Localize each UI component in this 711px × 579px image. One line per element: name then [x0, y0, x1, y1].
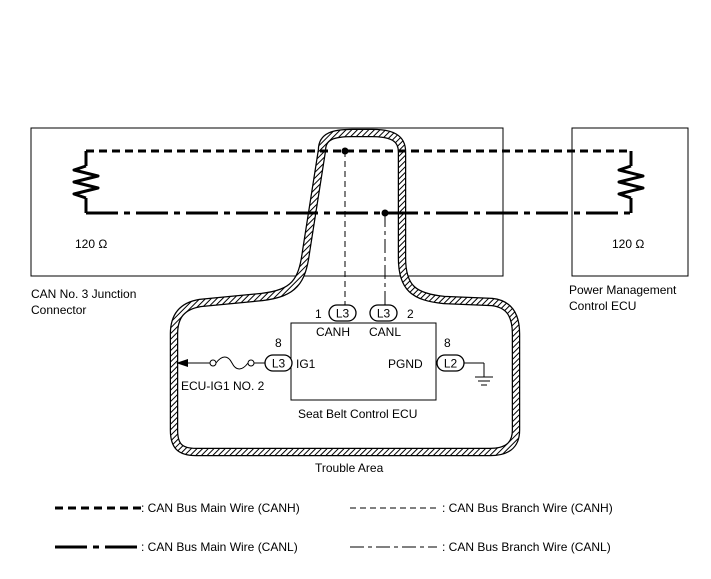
canh-main-wire — [84, 149, 633, 166]
legend-branch-canh-text: : CAN Bus Branch Wire (CANH) — [442, 501, 613, 515]
arrow-left-icon — [176, 359, 188, 367]
power-ecu-resistor-icon — [617, 164, 645, 200]
legend: : CAN Bus Main Wire (CANH) : CAN Bus Bra… — [55, 501, 613, 554]
canh-connector-badge — [328, 304, 357, 322]
ig1-signal-label: IG1 — [296, 357, 316, 371]
junction-label-line2: Connector — [31, 303, 86, 317]
junction-resistor-icon — [72, 164, 100, 200]
power-ecu-label-line2: Control ECU — [569, 299, 636, 313]
seat-belt-ecu-label: Seat Belt Control ECU — [298, 407, 417, 421]
pgnd-signal-label: PGND — [388, 357, 423, 371]
trouble-area-label: Trouble Area — [315, 461, 384, 475]
power-ecu-resistance-label: 120 Ω — [612, 237, 644, 251]
pgnd-connector-id: L2 — [444, 357, 458, 371]
power-source-label: ECU-IG1 NO. 2 — [181, 379, 265, 393]
canl-connector-id: L3 — [377, 307, 391, 321]
canl-pin-number: 2 — [407, 307, 414, 321]
junction-connector-box — [30, 127, 504, 277]
power-management-ecu-box — [571, 127, 689, 277]
ig1-pin-number: 8 — [275, 336, 282, 350]
seat-belt-ecu-box — [290, 322, 437, 401]
ig1-connector-id: L3 — [272, 357, 286, 371]
canh-connector-id: L3 — [336, 307, 350, 321]
legend-main-canl-text: : CAN Bus Main Wire (CANL) — [141, 540, 298, 554]
canl-connector-badge — [369, 304, 398, 322]
pgnd-pin-number: 8 — [444, 336, 451, 350]
canl-main-wire — [84, 198, 633, 215]
legend-main-canh-text: : CAN Bus Main Wire (CANH) — [141, 501, 300, 515]
junction-label-line1: CAN No. 3 Junction — [31, 287, 136, 301]
canl-signal-label: CANL — [369, 325, 401, 339]
trouble-area-outline — [169, 128, 521, 457]
legend-branch-canl-text: : CAN Bus Branch Wire (CANL) — [442, 540, 611, 554]
junction-resistance-label: 120 Ω — [75, 237, 107, 251]
power-ecu-label-line1: Power Management — [569, 283, 677, 297]
ground-icon — [464, 362, 493, 386]
canh-pin-number: 1 — [315, 307, 322, 321]
fuse-icon — [186, 356, 265, 370]
canh-signal-label: CANH — [316, 325, 350, 339]
